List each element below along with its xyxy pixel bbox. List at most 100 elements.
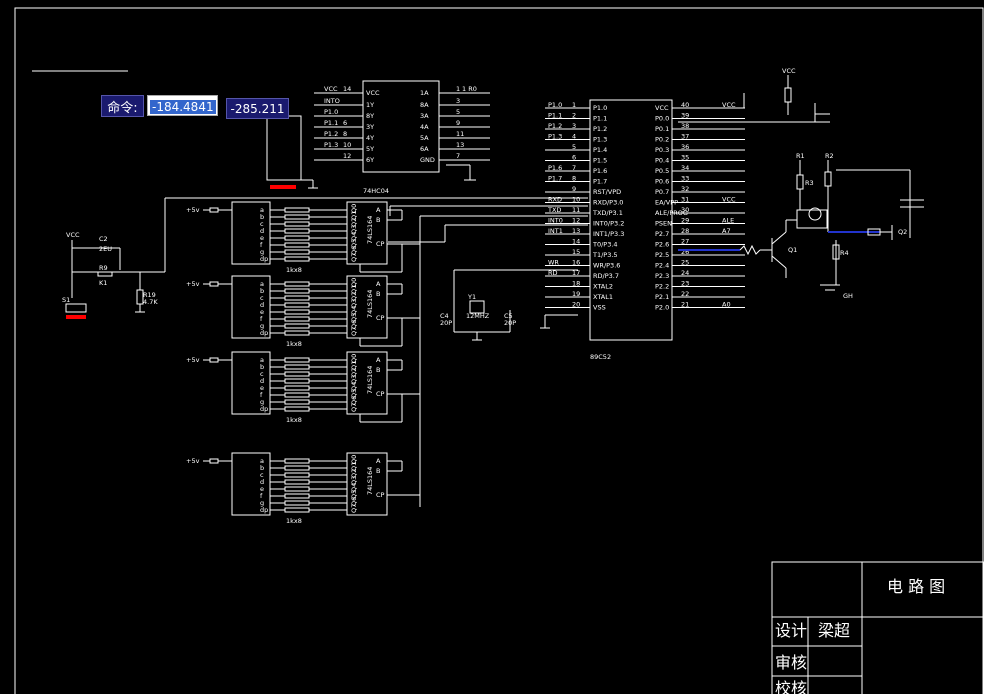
hc04-left-net: P1.2 — [324, 130, 338, 138]
hc04-left-pin-label: 8Y — [366, 112, 374, 120]
display-part-label: 1kx8 — [286, 340, 302, 348]
shift-register-pin: Q1 — [350, 361, 358, 370]
mcu-left-pin-num: 1 — [572, 101, 576, 109]
mcu-left-pin-net: RXD — [548, 196, 562, 204]
shift-register-pin: Q0 — [350, 278, 358, 287]
mcu-left-pin-label: RXD/P3.0 — [593, 199, 623, 207]
hc04-right-pin-label: 8A — [420, 101, 429, 109]
hc04-right-pin-num: 5 — [456, 108, 460, 116]
mcu-left-pin-num: 15 — [572, 248, 580, 256]
mcu-left-pin-label: P1.2 — [593, 125, 607, 133]
display-part-label: 1kx8 — [286, 266, 302, 274]
mcu-left-pin-label: WR/P3.6 — [593, 262, 620, 270]
mcu-right-pin-num: 37 — [681, 133, 689, 141]
mcu-right-pin-label: P2.1 — [655, 293, 669, 301]
mcu-left-pin-num: 5 — [572, 143, 576, 151]
mcu-left-pin-label: P1.7 — [593, 178, 607, 186]
mcu-left-pin-label: TXD/P3.1 — [592, 209, 623, 217]
shift-register-pin: Q2 — [350, 218, 358, 227]
display-segment-label: b — [260, 464, 264, 472]
mcu-right-pin-net: A0 — [722, 301, 731, 309]
mcu-left-pin-label: P1.1 — [593, 115, 607, 123]
display-segment-label: e — [260, 308, 264, 316]
shift-register-label: 74LS164 — [366, 216, 374, 244]
mcu-left-pin-num: 19 — [572, 290, 580, 298]
shift-register-pin: Q3 — [350, 299, 358, 308]
display-segment-label: a — [260, 457, 264, 465]
display-segment-label: g — [260, 322, 264, 330]
display-segment-label: d — [260, 301, 264, 309]
coordinate-x-input[interactable]: -184.4841 — [147, 95, 218, 116]
mcu-left-pin-label: XTAL2 — [593, 283, 613, 291]
shift-register-pin: Q5 — [350, 313, 358, 322]
shift-register-pin: Q7 — [350, 253, 358, 262]
display-segment-label: f — [260, 315, 263, 323]
mcu-right-pin-net: VCC — [722, 101, 736, 109]
mcu-right-pin-num: 28 — [681, 227, 689, 235]
hc04-left-net: P1.3 — [324, 141, 338, 149]
mcu-left-pin-net: P1.3 — [548, 133, 562, 141]
command-label: 命令: — [101, 95, 144, 117]
hc04-right-pin-num: 7 — [456, 152, 460, 160]
hc04-left-pin-label: VCC — [366, 89, 380, 97]
hc04-left-pin-label: 4Y — [366, 134, 374, 142]
mcu-right-pin-label: P2.6 — [655, 241, 669, 249]
shift-register-right-pin: CP — [376, 240, 385, 248]
display-segment-label: dp — [260, 405, 268, 413]
hc04-left-pin-num: 8 — [343, 130, 347, 138]
mcu-left-pin-label: RD/P3.7 — [593, 272, 619, 280]
connector-j1 — [266, 115, 318, 189]
mcu-right-pin-label: P0.4 — [655, 157, 669, 165]
check-label: 校核 — [775, 679, 807, 694]
hc04-right-pin-label: 1A — [420, 89, 429, 97]
shift-register-pin: Q3 — [350, 375, 358, 384]
shift-register-pin: Q0 — [350, 455, 358, 464]
driver-q2: Q2 — [898, 228, 907, 236]
mcu-right-pin-label: P2.3 — [655, 272, 669, 280]
shift-register-pin: Q0 — [350, 204, 358, 213]
mcu-left-pin-label: VSS — [593, 304, 606, 312]
shift-register-right-pin: B — [376, 467, 380, 475]
mcu-right-pin-num: 23 — [681, 280, 689, 288]
mcu-right-pin-label: P2.2 — [655, 283, 669, 291]
mcu-left-pin-label: T0/P3.4 — [592, 241, 618, 249]
mcu-right-pin-label: ALE/PROG — [655, 209, 688, 217]
mcu-left-pin-net: P1.1 — [548, 112, 562, 120]
reset-vcc: VCC — [66, 231, 80, 239]
shift-register-pin: Q7 — [350, 327, 358, 336]
shift-register-right-pin: B — [376, 216, 380, 224]
display-segment-label: b — [260, 363, 264, 371]
mcu-left-pin-num: 17 — [572, 269, 580, 277]
coordinate-y-input[interactable]: -285.211 — [226, 98, 289, 119]
mcu-right-pin-num: 22 — [681, 290, 689, 298]
mcu-left-pin-label: RST/VPD — [593, 188, 621, 196]
mcu-left-pin-net: P1.0 — [548, 101, 562, 109]
display-segment-label: c — [260, 294, 264, 302]
mcu-left-pin-num: 3 — [572, 122, 576, 130]
shift-register-right-pin: CP — [376, 314, 385, 322]
driver-circuit: VCC GH — [678, 67, 924, 300]
mcu-left-pin-label: P1.6 — [593, 167, 607, 175]
mcu-left-pin-net: INT0 — [548, 217, 563, 225]
shift-register-right-pin: B — [376, 290, 380, 298]
mcu-right-pin-num: 25 — [681, 259, 689, 267]
display-segment-label: e — [260, 234, 264, 242]
reset-res-value: K1 — [99, 279, 107, 287]
mcu-left-pin-num: 9 — [572, 185, 576, 193]
mcu-right-pin-label: P0.7 — [655, 188, 669, 196]
crystal-circuit: Y1 12MHZ C4 20P C5 20P — [440, 269, 578, 341]
ic-74hc04-label: 74HC04 — [363, 187, 389, 195]
mcu-right-pin-num: 35 — [681, 154, 689, 162]
shift-register-label: 74LS164 — [366, 290, 374, 318]
hc04-right-pin-num: 9 — [456, 119, 460, 127]
display-segment-label: b — [260, 213, 264, 221]
hc04-left-net: P1.1 — [324, 119, 338, 127]
hc04-right-net: 1 R0 — [462, 85, 477, 93]
mcu-right-pin-label: P0.3 — [655, 146, 669, 154]
display-segment-label: g — [260, 248, 264, 256]
mcu-right-pin-num: 39 — [681, 112, 689, 120]
reset-res2-label: R19 — [143, 291, 156, 299]
display-segment-label: d — [260, 227, 264, 235]
